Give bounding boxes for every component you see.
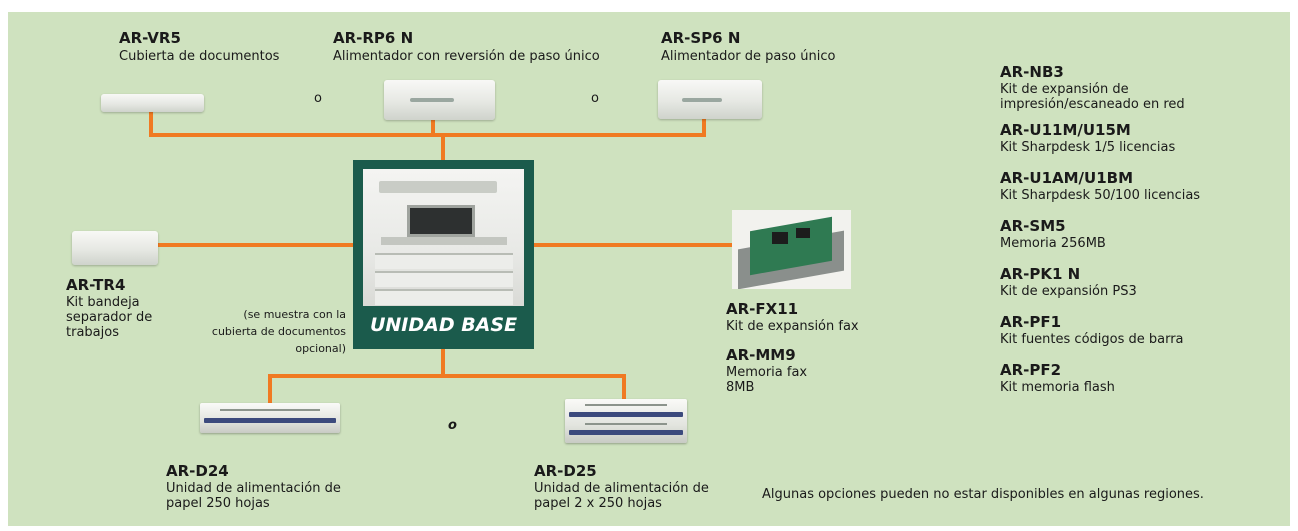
connector-right	[534, 243, 732, 247]
connector-base-to-bottom	[441, 349, 445, 378]
side-desc-ar-sm5: Memoria 256MB	[1000, 236, 1106, 251]
connector-bottom-left	[268, 374, 272, 406]
side-code-ar-pk1n: AR-PK1 N	[1000, 265, 1081, 283]
option-desc-ar-fx11: Kit de expansión fax	[726, 319, 859, 334]
options-diagram: AR-VR5 Cubierta de documentos AR-RP6 N A…	[8, 12, 1290, 526]
document-cover-image	[101, 94, 204, 112]
or-separator-1: o	[314, 91, 322, 106]
connector-bottom-horizontal	[268, 374, 626, 378]
option-desc-ar-d24-line1: Unidad de alimentación de	[166, 481, 341, 496]
side-code-ar-pf1: AR-PF1	[1000, 313, 1062, 331]
base-unit-label: UNIDAD BASE	[369, 314, 518, 336]
option-desc-ar-d24-line2: papel 250 hojas	[166, 496, 270, 511]
availability-footnote: Algunas opciones pueden no estar disponi…	[762, 487, 1204, 502]
base-unit-note-line1: (se muestra con la	[243, 308, 346, 321]
side-code-ar-u1am: AR-U1AM/U1BM	[1000, 169, 1133, 187]
side-desc-ar-pk1n: Kit de expansión PS3	[1000, 284, 1137, 299]
option-desc-ar-tr4-line3: trabajos	[66, 325, 119, 340]
option-desc-ar-d25-line1: Unidad de alimentación de	[534, 481, 709, 496]
job-separator-tray-image	[72, 231, 158, 265]
connector-top-to-base	[441, 133, 445, 160]
option-code-ar-sp6n: AR-SP6 N	[661, 29, 741, 47]
option-desc-ar-tr4-line2: separador de	[66, 310, 153, 325]
option-desc-ar-mm9-line1: Memoria fax	[726, 365, 808, 380]
base-unit-note-line3: opcional)	[295, 342, 346, 355]
paper-feed-2x250-image	[565, 399, 687, 443]
side-code-ar-nb3: AR-NB3	[1000, 63, 1064, 81]
option-code-ar-d24: AR-D24	[166, 462, 229, 480]
side-code-ar-pf2: AR-PF2	[1000, 361, 1062, 379]
option-code-ar-d25: AR-D25	[534, 462, 597, 480]
side-desc-ar-u11m: Kit Sharpdesk 1/5 licencias	[1000, 140, 1176, 155]
side-desc-ar-pf2: Kit memoria flash	[1000, 380, 1115, 395]
or-separator-bottom: o	[448, 418, 457, 433]
side-desc-ar-pf1: Kit fuentes códigos de barra	[1000, 332, 1184, 347]
paper-feed-250-image	[200, 403, 340, 433]
side-code-ar-sm5: AR-SM5	[1000, 217, 1066, 235]
connector-top-left	[149, 110, 153, 137]
option-desc-ar-d25-line2: papel 2 x 250 hojas	[534, 496, 662, 511]
base-unit-box: UNIDAD BASE	[353, 160, 534, 349]
option-desc-ar-vr5: Cubierta de documentos	[119, 49, 280, 64]
option-code-ar-rp6n: AR-RP6 N	[333, 29, 414, 47]
side-code-ar-u11m: AR-U11M/U15M	[1000, 121, 1131, 139]
base-unit-note-line2: cubierta de documentos	[211, 325, 346, 338]
option-desc-ar-tr4-line1: Kit bandeja	[66, 295, 140, 310]
connector-bottom-right	[622, 374, 626, 402]
copier-image	[363, 169, 524, 306]
reversing-feeder-image	[384, 80, 495, 120]
connector-top-horizontal	[149, 133, 706, 137]
fax-kit-image	[732, 210, 851, 289]
option-code-ar-tr4: AR-TR4	[66, 276, 126, 294]
side-desc-ar-nb3-line2: impresión/escaneado en red	[1000, 97, 1185, 112]
connector-top-mid	[431, 118, 435, 137]
option-code-ar-mm9: AR-MM9	[726, 346, 796, 364]
side-desc-ar-u1am: Kit Sharpdesk 50/100 licencias	[1000, 188, 1201, 203]
connector-top-right	[702, 118, 706, 137]
connector-left	[156, 243, 353, 247]
option-desc-ar-mm9-line2: 8MB	[726, 380, 755, 395]
or-separator-2: o	[591, 91, 599, 106]
option-desc-ar-rp6n: Alimentador con reversión de paso único	[333, 49, 600, 64]
option-code-ar-fx11: AR-FX11	[726, 300, 799, 318]
option-code-ar-vr5: AR-VR5	[119, 29, 181, 47]
side-desc-ar-nb3-line1: Kit de expansión de	[1000, 82, 1129, 97]
option-desc-ar-sp6n: Alimentador de paso único	[661, 49, 836, 64]
single-pass-feeder-image	[658, 80, 762, 119]
